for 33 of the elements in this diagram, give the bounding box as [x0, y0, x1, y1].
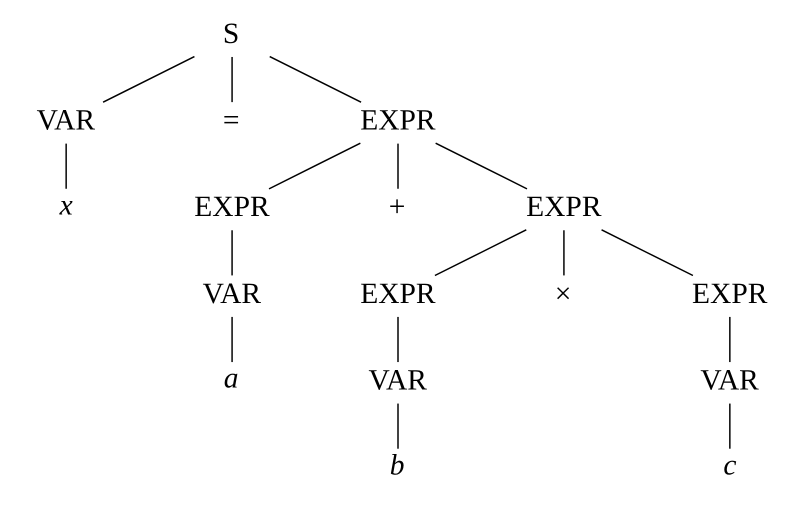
connector	[729, 404, 731, 449]
node-text: x	[60, 189, 73, 222]
node-text: c	[723, 449, 736, 482]
connector	[435, 142, 528, 190]
node-text: EXPR	[692, 278, 768, 310]
connector	[563, 230, 565, 276]
node-text: VAR	[368, 364, 427, 396]
connector	[65, 144, 67, 189]
connector	[601, 229, 694, 276]
connector	[231, 230, 233, 276]
connector	[102, 56, 195, 103]
node-text: VAR	[36, 104, 96, 137]
connector	[231, 316, 233, 362]
node-text: EXPR	[360, 104, 436, 137]
node-text: ×	[554, 278, 572, 310]
connector	[269, 56, 362, 103]
connector	[434, 229, 527, 276]
node-text: b	[390, 449, 404, 482]
node-text: VAR	[700, 364, 759, 396]
node-text: EXPR	[360, 278, 436, 310]
connector	[397, 404, 399, 449]
node-text: EXPR	[194, 191, 270, 224]
node-text: EXPR	[526, 191, 602, 224]
node-text: +	[388, 191, 406, 224]
connector	[729, 316, 731, 362]
connector	[268, 142, 361, 190]
node-text: =	[222, 104, 240, 137]
node-text: VAR	[202, 278, 262, 310]
connector	[397, 144, 399, 189]
node-text: a	[224, 362, 239, 395]
connector	[231, 56, 233, 102]
node-text: S	[222, 18, 240, 50]
connector	[397, 316, 399, 362]
